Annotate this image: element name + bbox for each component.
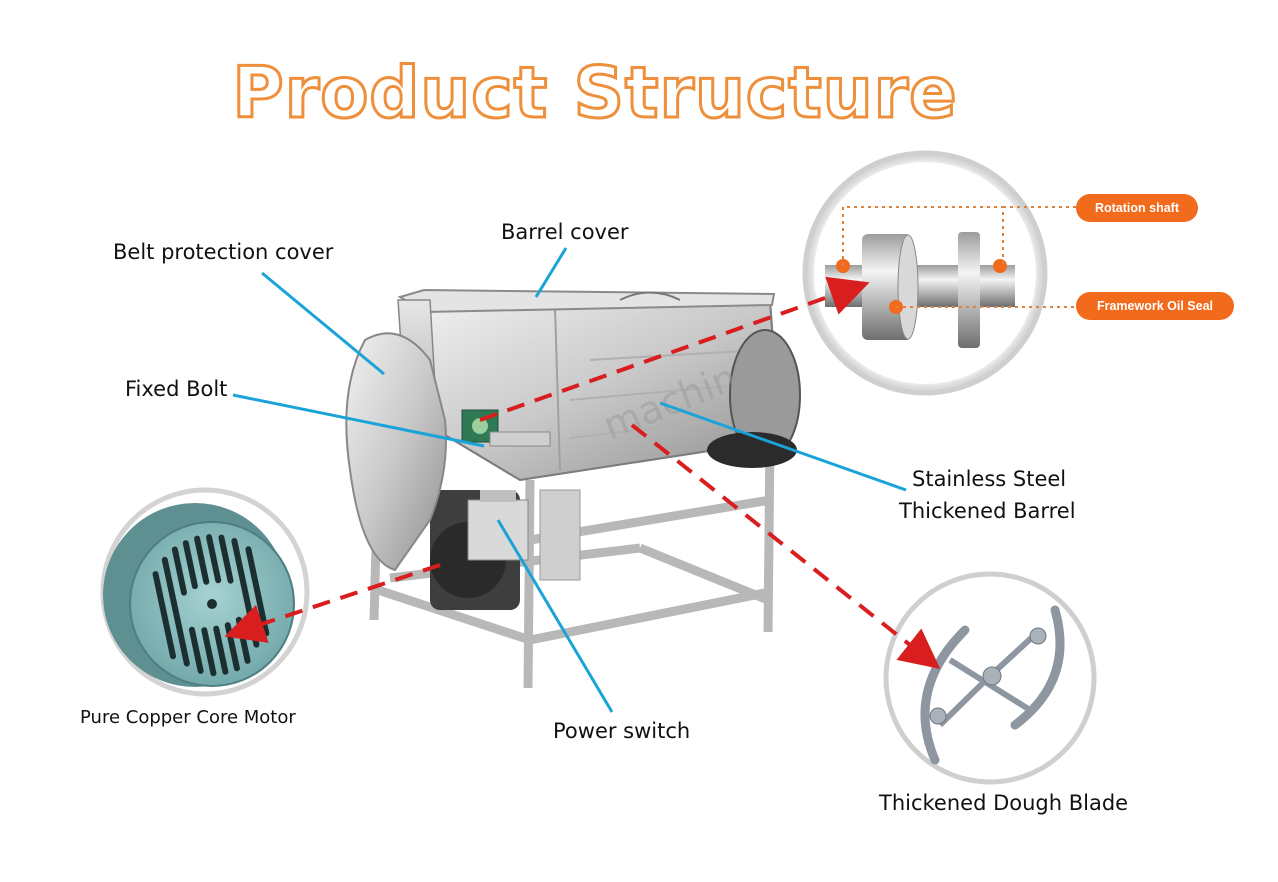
page-title: Product Structure	[231, 51, 958, 136]
dough-blade-lens	[883, 571, 1097, 785]
arrow-to-blade	[630, 423, 941, 669]
label-barrel-cover: Barrel cover	[501, 220, 629, 244]
shaft-rod	[825, 265, 1015, 307]
leader-power-switch	[496, 519, 614, 713]
label-power-switch: Power switch	[553, 719, 691, 743]
callout-oil-seal: Framework Oil Seal	[1076, 292, 1234, 320]
label-dough-blade: Thickened Dough Blade	[879, 791, 1129, 815]
label-motor: Pure Copper Core Motor	[80, 707, 296, 728]
label-fixed-bolt: Fixed Bolt	[125, 377, 228, 401]
leader-barrel-cover	[534, 247, 568, 298]
blade-arc-left	[920, 625, 970, 765]
motor-fan-lens	[100, 487, 310, 697]
arrow-to-motor	[224, 563, 441, 643]
rotation-shaft-lens	[802, 150, 1078, 396]
callout-rotation-shaft: Rotation shaft	[1076, 194, 1198, 222]
power-switch-box	[467, 499, 529, 561]
leader-belt-cover	[261, 271, 385, 376]
label-belt-protection-cover: Belt protection cover	[113, 240, 334, 264]
shaft-flange	[958, 232, 980, 348]
belt-cover-panel	[345, 332, 447, 572]
leader-stainless-barrel	[659, 401, 907, 492]
dough-mixer-machine: machine	[345, 288, 801, 689]
leader-lines	[232, 247, 907, 713]
label-stainless-steel: Stainless Steel	[912, 467, 1067, 491]
arrow-to-shaft	[479, 276, 870, 422]
leader-fixed-bolt	[232, 393, 485, 448]
label-thickened-barrel: Thickened Barrel	[899, 499, 1076, 523]
red-arrows	[224, 276, 941, 669]
blade-arc-right	[1010, 605, 1065, 730]
